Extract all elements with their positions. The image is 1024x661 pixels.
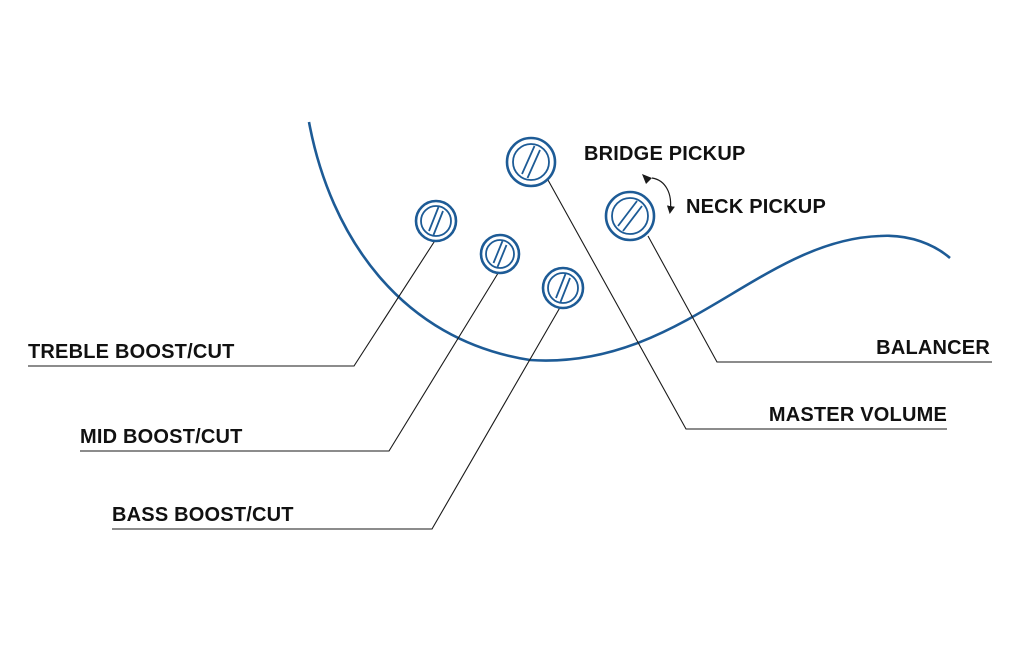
leader-line-master-volume <box>547 179 947 430</box>
leader-line-bass <box>112 303 563 530</box>
balancer-knob <box>604 190 656 242</box>
curved-arrow-icon-tail <box>642 174 652 184</box>
label-bridge-pickup: BRIDGE PICKUP <box>584 143 746 165</box>
label-bass: BASS BOOST/CUT <box>112 504 294 526</box>
treble-knob <box>414 199 458 243</box>
leader-line-balancer <box>647 235 992 363</box>
leader-line-treble <box>28 238 437 367</box>
label-treble: TREBLE BOOST/CUT <box>28 341 235 363</box>
guitar-body-curve <box>307 121 951 362</box>
label-master-volume: MASTER VOLUME <box>769 404 947 426</box>
mid-knob <box>479 233 521 275</box>
label-balancer: BALANCER <box>876 337 990 359</box>
master-volume-knob <box>505 136 557 188</box>
label-mid: MID BOOST/CUT <box>80 426 243 448</box>
bass-knob <box>541 266 585 310</box>
curved-arrow-icon <box>651 177 675 214</box>
label-neck-pickup: NECK PICKUP <box>686 196 826 218</box>
leader-line-mid <box>80 269 501 452</box>
